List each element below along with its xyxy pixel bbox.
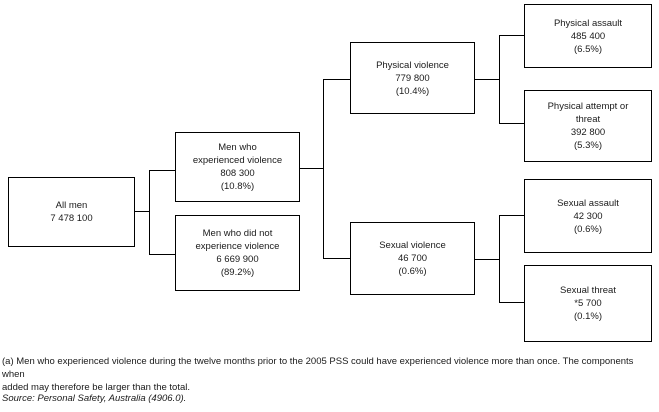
node-label: Sexual violence <box>379 240 446 251</box>
node-label: Sexual threat <box>560 285 616 296</box>
connector-line <box>499 35 525 36</box>
node-value: 7 478 100 <box>50 213 93 224</box>
node-percent: (10.4%) <box>395 85 430 97</box>
node-label: All men <box>55 200 88 211</box>
node-men-experienced-violence: Men who experienced violence 808 300 (10… <box>175 132 300 202</box>
connector-line <box>149 254 176 255</box>
connector-line <box>499 123 525 124</box>
node-value: *5 700 <box>574 298 602 309</box>
node-label: Physical violence <box>376 59 449 71</box>
node-men-did-not-experience-violence: Men who did not experience violence 6 66… <box>175 215 300 291</box>
node-percent: (0.6%) <box>574 223 602 235</box>
footnote: (a) Men who experienced violence during … <box>2 356 634 393</box>
node-percent: (6.5%) <box>574 43 602 55</box>
connector-line <box>135 211 150 212</box>
node-percent: (0.6%) <box>398 266 427 277</box>
node-sexual-violence: Sexual violence 46 700 (0.6%) <box>350 222 475 295</box>
node-sexual-assault: Sexual assault 42 300 (0.6%) <box>524 179 652 253</box>
node-percent: (5.3%) <box>574 140 602 151</box>
node-value: 46 700 <box>397 253 428 264</box>
connector-line <box>499 215 500 303</box>
node-label: Sexual assault <box>557 197 619 209</box>
node-value: 6 669 900 <box>216 254 259 265</box>
node-label: Physical attempt or threat <box>547 101 629 125</box>
connector-line <box>323 258 351 259</box>
connector-line <box>475 79 500 80</box>
node-physical-attempt-or-threat: Physical attempt or threat 392 800 (5.3%… <box>524 90 652 162</box>
node-percent: (10.8%) <box>220 181 255 192</box>
connector-line <box>499 215 525 216</box>
node-value: 779 800 <box>395 72 430 84</box>
node-sexual-threat: Sexual threat *5 700 (0.1%) <box>524 265 652 342</box>
connector-line <box>300 168 324 169</box>
node-percent: (89.2%) <box>220 267 255 278</box>
node-label: Men who did not experience violence <box>195 228 280 252</box>
node-value: 392 800 <box>570 127 606 138</box>
node-value: 808 300 <box>220 168 255 179</box>
node-all-men: All men 7 478 100 <box>8 177 135 247</box>
node-value: 42 300 <box>573 210 603 222</box>
node-label: Men who experienced violence <box>192 142 283 166</box>
node-physical-assault: Physical assault 485 400 (6.5%) <box>524 4 652 68</box>
connector-line <box>499 302 525 303</box>
connector-line <box>149 170 176 171</box>
connector-line <box>149 170 150 255</box>
connector-line <box>499 35 500 124</box>
connector-line <box>475 259 500 260</box>
node-percent: (0.1%) <box>574 311 602 322</box>
node-label: Physical assault <box>553 17 623 29</box>
node-physical-violence: Physical violence 779 800 (10.4%) <box>350 42 475 114</box>
source-note: Source: Personal Safety, Australia (4906… <box>2 393 187 404</box>
connector-line <box>323 79 324 259</box>
node-value: 485 400 <box>570 30 606 42</box>
connector-line <box>323 79 351 80</box>
